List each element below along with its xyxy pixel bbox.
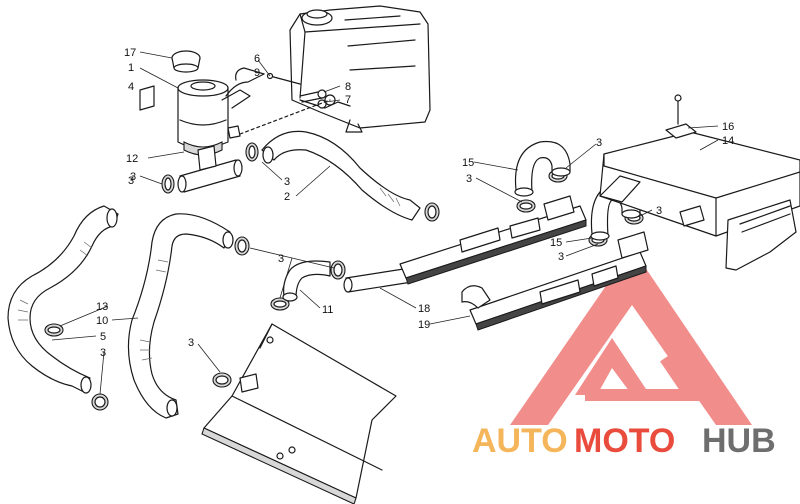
part-label: 13 [96,301,108,313]
part-label: 3 [128,175,134,187]
connector-19 [461,285,491,309]
leader-lines [51,51,719,395]
part-label: 8 [345,81,351,93]
part-label: 16 [722,121,734,133]
clamp [91,393,109,411]
part-label: 2 [284,191,290,203]
vent-hose [225,67,265,97]
part-label: 3 [100,347,106,359]
tee-fitting [177,145,243,193]
part-label: 6 [254,53,260,65]
part-label: 3 [466,173,472,185]
watermark-hub: HUB [702,422,776,460]
radiator-cap [171,50,201,73]
part-label: 9 [254,67,260,79]
part-label: 15 [550,237,562,249]
logo-triangle-inner [575,338,650,395]
watermark-logo [510,248,752,425]
watermark-moto: MOTO [574,422,675,460]
elbow-hose-upper [514,140,571,197]
clamp [44,323,64,337]
part-label: 3 [558,251,564,263]
part-label: 4 [128,81,134,93]
part-label: 11 [322,304,333,316]
part-label: 19 [418,319,430,331]
hose-18 [343,267,413,293]
heat-exchanger-lower [469,231,649,331]
hose-11 [282,260,331,302]
part-label: 5 [100,331,106,343]
fittings [239,89,331,135]
part-label: 1 [128,62,134,74]
part-label: 7 [345,94,351,106]
part-label: 3 [656,205,662,217]
logo-triangle-outer [510,248,752,425]
grommet-16 [665,94,697,139]
part-label: 12 [126,153,138,165]
clamp [516,199,536,213]
part-label: 3 [278,253,284,265]
part-label: 10 [96,315,108,327]
watermark-text: AUTO MOTO HUB [472,422,776,460]
clamp [212,372,232,388]
part-label: 14 [722,135,734,147]
heat-exchanger-upper [399,195,587,285]
clamp [234,236,250,256]
tunnel-cooler [599,131,800,271]
bracket [139,85,155,111]
part-label: 17 [124,47,136,59]
hose-10 [127,213,234,419]
part-labels: 17 1 4 6 9 8 7 12 3 3 2 15 3 3 16 14 3 1… [96,47,734,359]
part-label: 3 [596,137,602,149]
hose-left-long [7,205,119,394]
part-label: 18 [418,303,430,315]
heat-shield [201,323,397,504]
clamp [424,202,440,222]
part-label: 3 [130,171,136,183]
hose-2 [261,130,421,221]
part-label: 3 [188,337,194,349]
clamp [270,297,290,311]
surge-tank [177,79,251,156]
part-label: 15 [462,157,474,169]
clamp [161,174,175,194]
clamp [245,142,259,162]
watermark-auto: AUTO [472,422,568,460]
clamp [330,260,346,280]
logo-stroke [585,354,702,401]
coolant-tank [289,5,431,133]
part-label: 3 [284,176,290,188]
